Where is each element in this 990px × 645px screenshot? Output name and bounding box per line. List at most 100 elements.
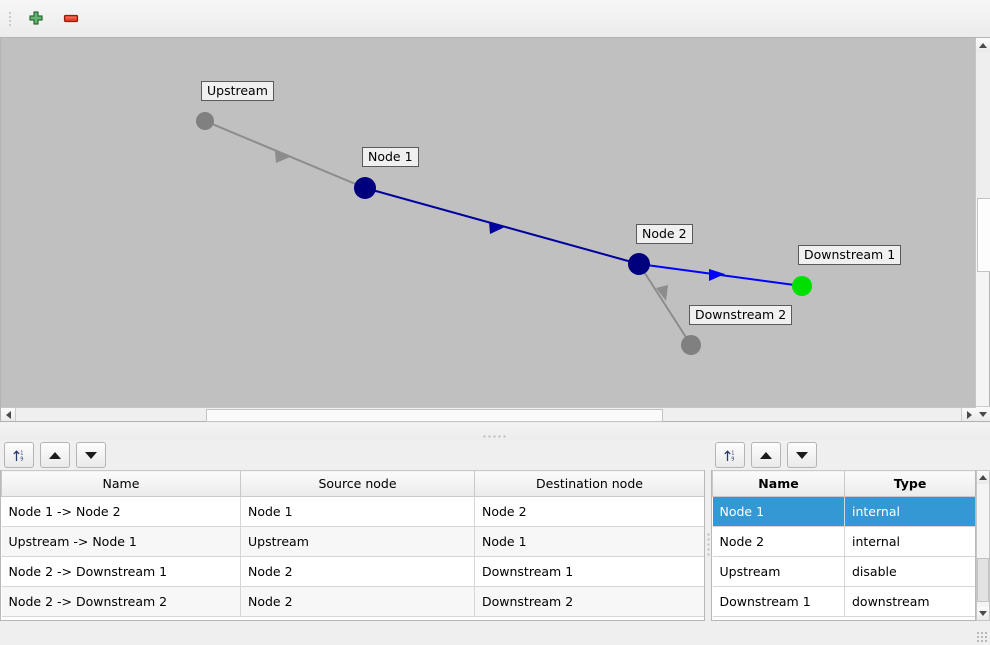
graph-label-upstream[interactable]: Upstream bbox=[201, 81, 274, 101]
main-toolbar bbox=[0, 0, 990, 38]
scroll-down-button[interactable] bbox=[976, 406, 990, 421]
links-move-up-button[interactable] bbox=[40, 442, 70, 468]
edge-node2-downstream1[interactable] bbox=[638, 263, 803, 287]
edge-node1-node2[interactable] bbox=[364, 187, 640, 265]
sort-ascending-icon: 1 9 bbox=[724, 450, 734, 462]
node-type[interactable]: downstream bbox=[844, 586, 975, 617]
nodes-scroll-thumb[interactable] bbox=[977, 558, 989, 602]
svg-text:1: 1 bbox=[20, 450, 23, 456]
links-sort-button[interactable]: 1 9 bbox=[4, 442, 34, 468]
scroll-left-button[interactable] bbox=[1, 408, 16, 421]
triangle-down-icon bbox=[796, 451, 808, 459]
canvas-horizontal-scrollbar[interactable] bbox=[1, 407, 976, 422]
minus-icon bbox=[63, 14, 79, 22]
link-destination[interactable]: Downstream 1 bbox=[474, 556, 704, 587]
table-row[interactable]: Downstream 1 downstream bbox=[712, 586, 975, 617]
graph-canvas[interactable]: Upstream Node 1 Node 2 Downstream 1 Down… bbox=[0, 37, 990, 422]
link-source[interactable]: Node 2 bbox=[240, 586, 475, 617]
graph-label-downstream2[interactable]: Downstream 2 bbox=[689, 305, 793, 325]
nodes-col-name[interactable]: Name bbox=[712, 470, 845, 497]
nodes-vertical-scrollbar[interactable] bbox=[976, 470, 990, 621]
table-row[interactable]: Node 1 -> Node 2 Node 1 Node 2 bbox=[1, 496, 704, 527]
resize-grip[interactable] bbox=[976, 631, 988, 643]
graph-label-downstream1[interactable]: Downstream 1 bbox=[798, 245, 902, 265]
link-name[interactable]: Node 2 -> Downstream 2 bbox=[1, 586, 241, 617]
link-name[interactable]: Node 2 -> Downstream 1 bbox=[1, 556, 241, 587]
table-row[interactable]: Node 2 internal bbox=[712, 526, 975, 557]
vertical-splitter[interactable] bbox=[705, 470, 711, 630]
nodes-scroll-up-button[interactable] bbox=[977, 471, 989, 484]
links-table-header-row: Name Source node Destination node bbox=[1, 470, 704, 497]
scroll-track-upper[interactable] bbox=[976, 52, 990, 198]
links-move-down-button[interactable] bbox=[76, 442, 106, 468]
scroll-right-button[interactable] bbox=[961, 408, 976, 421]
link-name[interactable]: Upstream -> Node 1 bbox=[1, 526, 241, 557]
scroll-up-button[interactable] bbox=[976, 38, 990, 53]
scroll-thumb[interactable] bbox=[977, 198, 990, 272]
link-destination[interactable]: Node 1 bbox=[474, 526, 704, 557]
edge-node2-downstream2[interactable] bbox=[638, 263, 692, 346]
nodes-table-container[interactable]: Name Type Node 1 internal Node 2 interna… bbox=[711, 470, 976, 621]
hscroll-thumb[interactable] bbox=[206, 409, 663, 422]
links-col-name[interactable]: Name bbox=[1, 470, 241, 497]
node-name[interactable]: Node 1 bbox=[712, 496, 845, 527]
remove-node-button[interactable] bbox=[55, 4, 87, 34]
nodes-move-up-button[interactable] bbox=[751, 442, 781, 468]
status-bar bbox=[0, 623, 990, 645]
link-destination[interactable]: Downstream 2 bbox=[474, 586, 704, 617]
chevron-down-icon bbox=[979, 411, 987, 417]
graph-node-node1[interactable] bbox=[354, 177, 376, 199]
graph-label-node1[interactable]: Node 1 bbox=[362, 147, 419, 167]
toolbar-drag-handle[interactable] bbox=[3, 7, 17, 31]
nodes-table-header-row: Name Type bbox=[712, 470, 975, 497]
table-row[interactable]: Upstream disable bbox=[712, 556, 975, 587]
table-row[interactable]: Node 2 -> Downstream 1 Node 2 Downstream… bbox=[1, 556, 704, 587]
node-type[interactable]: internal bbox=[844, 496, 975, 527]
edge-upstream-node1[interactable] bbox=[204, 120, 366, 189]
nodes-table-wrap: Name Type Node 1 internal Node 2 interna… bbox=[711, 470, 990, 621]
graph-node-downstream1[interactable] bbox=[792, 276, 812, 296]
links-col-source[interactable]: Source node bbox=[240, 470, 475, 497]
graph-viewport[interactable]: Upstream Node 1 Node 2 Downstream 1 Down… bbox=[1, 38, 976, 421]
table-row[interactable]: Node 2 -> Downstream 2 Node 2 Downstream… bbox=[1, 586, 704, 617]
nodes-move-down-button[interactable] bbox=[787, 442, 817, 468]
graph-label-node2[interactable]: Node 2 bbox=[636, 224, 693, 244]
link-name[interactable]: Node 1 -> Node 2 bbox=[1, 496, 241, 527]
graph-node-upstream[interactable] bbox=[196, 112, 214, 130]
table-row[interactable]: Upstream -> Node 1 Upstream Node 1 bbox=[1, 526, 704, 557]
links-table-container[interactable]: Name Source node Destination node Node 1… bbox=[0, 470, 705, 621]
chevron-left-icon bbox=[5, 410, 11, 419]
nodes-panel: 1 9 Name Type bbox=[711, 440, 990, 621]
link-source[interactable]: Upstream bbox=[240, 526, 475, 557]
node-name[interactable]: Node 2 bbox=[712, 526, 845, 557]
graph-node-downstream2[interactable] bbox=[681, 335, 701, 355]
svg-text:9: 9 bbox=[731, 456, 734, 462]
link-source[interactable]: Node 1 bbox=[240, 496, 475, 527]
link-source[interactable]: Node 2 bbox=[240, 556, 475, 587]
links-panel: 1 9 Name Source node Destination node bbox=[0, 440, 705, 621]
nodes-col-type[interactable]: Type bbox=[844, 470, 975, 497]
node-type[interactable]: internal bbox=[844, 526, 975, 557]
links-col-destination[interactable]: Destination node bbox=[474, 470, 704, 497]
add-node-button[interactable] bbox=[20, 4, 52, 34]
triangle-up-icon bbox=[760, 451, 772, 459]
nodes-scroll-down-button[interactable] bbox=[977, 607, 989, 620]
link-destination[interactable]: Node 2 bbox=[474, 496, 704, 527]
canvas-vertical-scrollbar[interactable] bbox=[975, 38, 990, 421]
links-table: Name Source node Destination node Node 1… bbox=[1, 470, 704, 617]
nodes-toolbar: 1 9 bbox=[711, 440, 990, 470]
graph-node-node2[interactable] bbox=[628, 253, 650, 275]
svg-text:1: 1 bbox=[731, 450, 734, 456]
node-name[interactable]: Downstream 1 bbox=[712, 586, 845, 617]
triangle-up-icon bbox=[49, 451, 61, 459]
horizontal-splitter[interactable] bbox=[0, 423, 990, 440]
graph-svg bbox=[196, 112, 812, 355]
sort-ascending-icon: 1 9 bbox=[13, 450, 23, 462]
nodes-sort-button[interactable]: 1 9 bbox=[715, 442, 745, 468]
chevron-up-icon bbox=[979, 42, 987, 48]
node-name[interactable]: Upstream bbox=[712, 556, 845, 587]
node-type[interactable]: disable bbox=[844, 556, 975, 587]
chevron-down-icon bbox=[979, 611, 987, 616]
table-row[interactable]: Node 1 internal bbox=[712, 496, 975, 527]
